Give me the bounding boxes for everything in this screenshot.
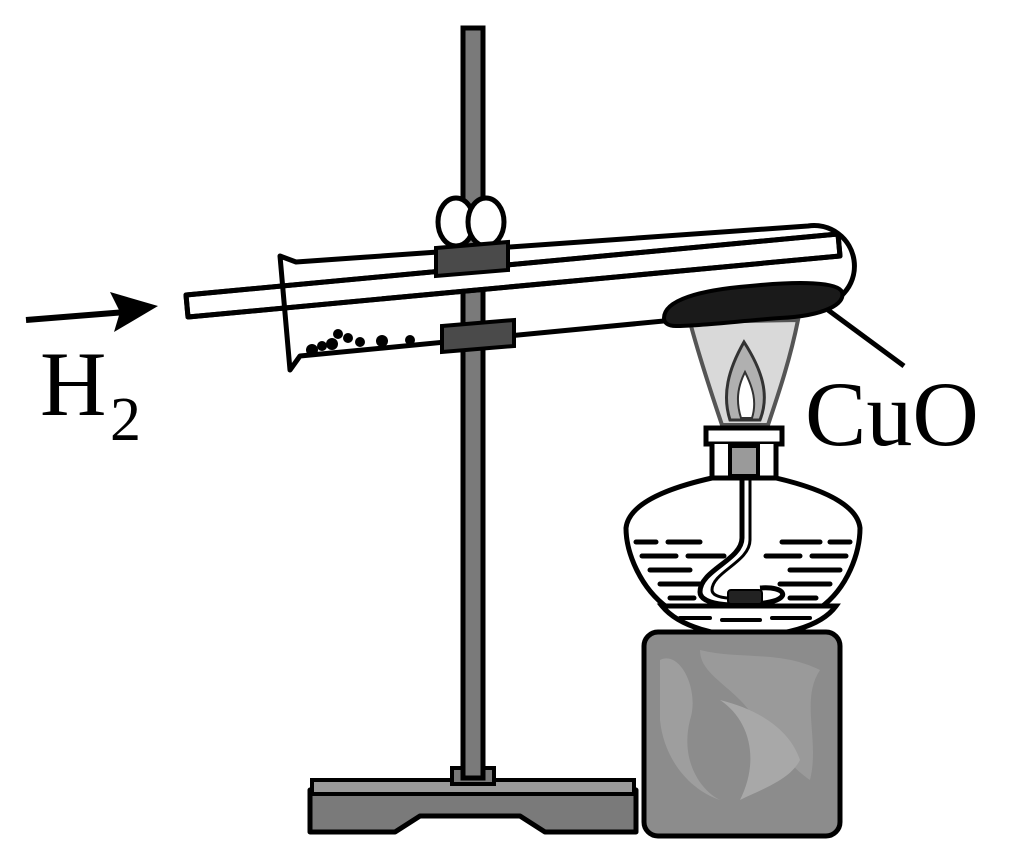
stand-rod — [460, 25, 486, 781]
gas-label-subscript: 2 — [110, 386, 141, 454]
support-bottle — [641, 629, 843, 839]
cuo-sample — [661, 281, 845, 329]
reagent-label: CuO — [805, 363, 979, 465]
arrow-right-icon — [25, 292, 158, 332]
gas-label: H — [40, 333, 106, 435]
burner-flame-icon — [687, 317, 801, 427]
alcohol-burner — [623, 425, 863, 639]
water-droplets — [306, 329, 415, 356]
clamp-wing-nut — [435, 195, 507, 249]
tube-clamps — [434, 239, 516, 355]
cuo-pointer-line — [826, 307, 906, 369]
